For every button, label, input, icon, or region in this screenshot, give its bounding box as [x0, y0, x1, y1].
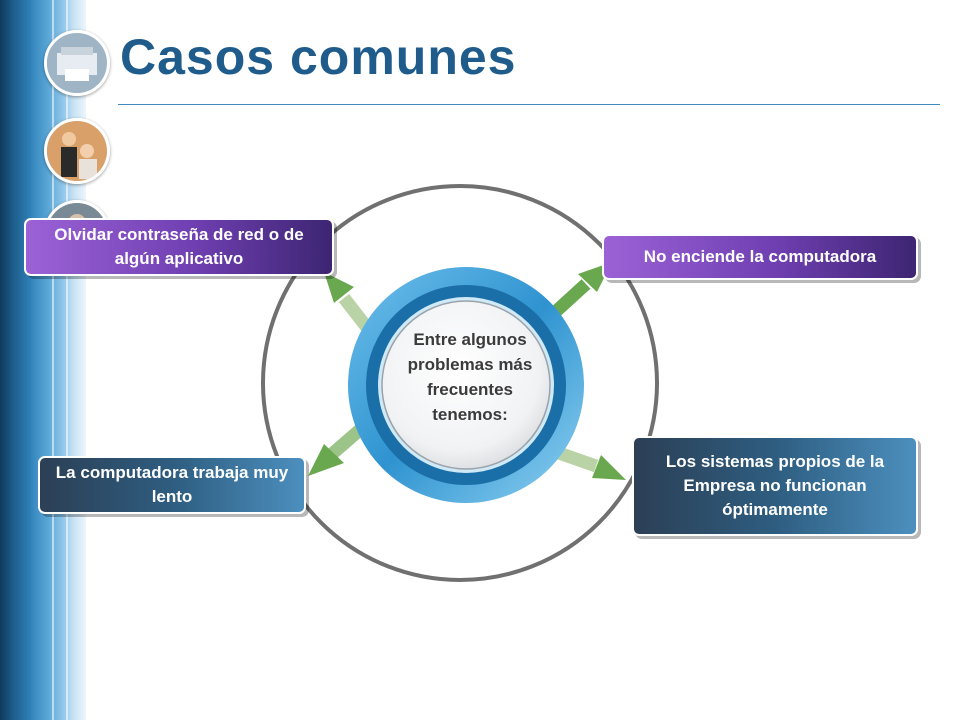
business-people-photo-icon: [44, 118, 110, 184]
title-divider: [118, 104, 940, 105]
center-disc: [381, 300, 551, 470]
problem-box-password: Olvidar contraseña de red o de algún apl…: [24, 218, 334, 276]
band-stripe: [66, 0, 68, 720]
arrow-down-left: [308, 423, 367, 476]
problem-box-systems: Los sistemas propios de la Empresa no fu…: [632, 436, 918, 536]
outer-circle: [261, 184, 659, 582]
band-stripe: [52, 0, 54, 720]
problem-box-slow: La computadora trabaja muy lento: [38, 456, 306, 514]
page-title: Casos comunes: [120, 29, 517, 85]
problem-box-no-power: No enciende la computadora: [602, 234, 918, 280]
center-label: Entre algunos problemas más frecuentes t…: [407, 330, 533, 424]
office-printer-photo-icon: [44, 30, 110, 96]
arrow-down-right: [553, 445, 626, 480]
